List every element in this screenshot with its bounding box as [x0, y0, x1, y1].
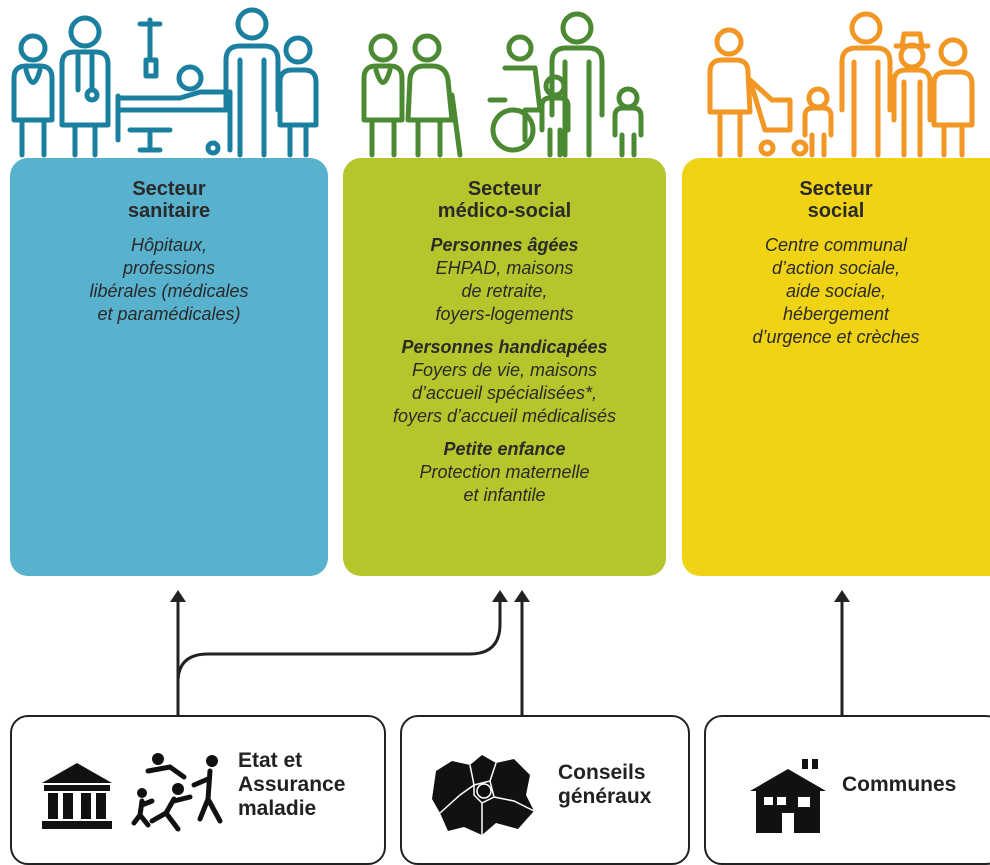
funder-etat-label-line: Assurance — [238, 773, 346, 796]
sector-social-text-line: Centre communal — [764, 235, 908, 255]
arrowhead — [834, 590, 850, 602]
sector-social-box: Secteur social Centre communal d’action … — [682, 158, 990, 576]
sector-social-title-line1: Secteur — [799, 178, 873, 200]
group-text-line: de retraite, — [461, 281, 548, 301]
sector-sanitaire-box: Secteur sanitaire Hôpitaux, professions … — [10, 158, 328, 576]
group-head: Petite enfance — [443, 439, 566, 459]
sector-medico-title: Secteur médico-social — [343, 178, 666, 222]
funder-etat-label: Etat et Assurance maladie — [238, 749, 345, 821]
arrowhead — [514, 590, 530, 602]
sector-medico-title-line2: médico-social — [437, 200, 572, 222]
sector-social-title: Secteur social — [682, 178, 990, 222]
group-head: Personnes âgées — [430, 235, 579, 255]
arrow-etat-medico — [176, 596, 502, 684]
health-people-icons — [11, 7, 319, 158]
group-personnes-handicapees: Personnes handicapées Foyers de vie, mai… — [343, 336, 666, 428]
group-text-line: foyers d’accueil médicalisés — [392, 406, 617, 426]
funder-etat-label-line: maladie — [238, 797, 317, 820]
arrowhead — [492, 590, 508, 602]
building-icon — [42, 763, 112, 829]
sector-medico-social-box: Secteur médico-social Personnes âgées EH… — [343, 158, 666, 576]
people-running-icon — [131, 753, 223, 832]
social-people-icons — [707, 11, 975, 158]
group-text-line: Foyers de vie, maisons — [411, 360, 598, 380]
sector-medico-title-line1: Secteur — [467, 178, 542, 200]
group-petite-enfance: Petite enfance Protection maternelle et … — [343, 438, 666, 507]
group-head: Personnes handicapées — [401, 337, 608, 357]
sector-social-text-line: aide sociale, — [785, 281, 887, 301]
funder-communes-box: Communes — [704, 715, 990, 865]
sector-sanitaire-title-line1: Secteur — [132, 178, 206, 200]
sector-sanitaire-text-line: libérales (médicales — [89, 281, 249, 301]
funder-conseils-box: Conseils généraux — [400, 715, 690, 865]
funder-etat-label-line: Etat et — [238, 749, 303, 772]
group-text-line: et infantile — [463, 485, 546, 505]
sector-social-description: Centre communal d’action sociale, aide s… — [682, 234, 990, 349]
sector-sanitaire-text-line: et paramédicales) — [97, 304, 241, 324]
sector-sanitaire-text-line: Hôpitaux, — [130, 235, 208, 255]
sector-social-text-line: d’urgence et crèches — [752, 327, 920, 347]
sector-sanitaire-title-line2: sanitaire — [127, 200, 211, 222]
sector-social-text-line: d’action sociale, — [771, 258, 901, 278]
map-icon — [432, 755, 535, 835]
group-text-line: EHPAD, maisons — [435, 258, 574, 278]
house-icon — [750, 759, 826, 833]
funder-communes-label: Communes — [842, 773, 957, 796]
funder-conseils-label-line: généraux — [558, 785, 652, 808]
medico-social-people-icons — [361, 11, 644, 158]
group-text-line: foyers-logements — [435, 304, 574, 324]
group-text-line: d’accueil spécialisées*, — [411, 383, 598, 403]
sector-sanitaire-title: Secteur sanitaire — [10, 178, 328, 222]
people-illustrations — [11, 7, 975, 158]
group-text-line: Protection maternelle — [419, 462, 590, 482]
sector-social-title-line2: social — [807, 200, 865, 222]
group-personnes-agees: Personnes âgées EHPAD, maisons de retrai… — [343, 234, 666, 326]
sector-sanitaire-text-line: professions — [122, 258, 216, 278]
sector-sanitaire-description: Hôpitaux, professions libérales (médical… — [10, 234, 328, 326]
sector-social-text-line: hébergement — [782, 304, 890, 324]
arrowhead — [170, 590, 186, 602]
funder-etat-box: Etat et Assurance maladie — [10, 715, 386, 865]
funder-conseils-label: Conseils généraux — [558, 761, 651, 809]
funder-conseils-label-line: Conseils — [558, 761, 646, 784]
